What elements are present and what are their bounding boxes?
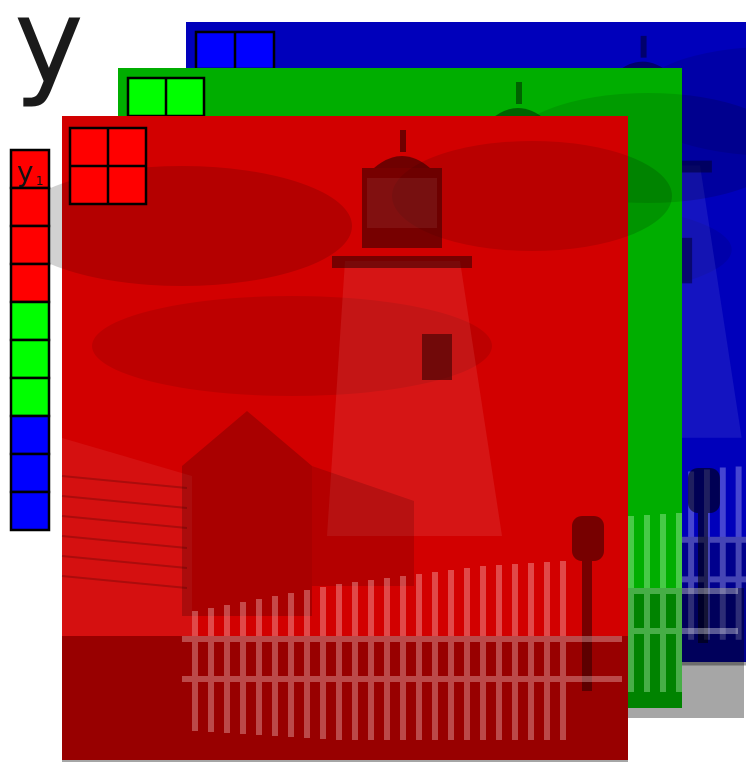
vector-cell-red — [9, 186, 51, 228]
vector-label: y — [17, 155, 34, 188]
vector-cell-green — [9, 300, 51, 342]
red-patch-grid — [68, 126, 148, 206]
vector-cell-green — [9, 338, 51, 380]
output-label: y — [14, 0, 84, 110]
vector-cell-red — [9, 262, 51, 304]
red-channel-layer — [11, 115, 673, 762]
vector-label-subscript: 1 — [36, 174, 44, 188]
vector-cell-green — [9, 376, 51, 418]
output-vector: y 1 — [9, 148, 51, 532]
vector-cell-blue — [9, 490, 51, 532]
vector-cell-blue — [9, 452, 51, 494]
vector-cell-red — [9, 224, 51, 266]
vector-cell-blue — [9, 414, 51, 456]
